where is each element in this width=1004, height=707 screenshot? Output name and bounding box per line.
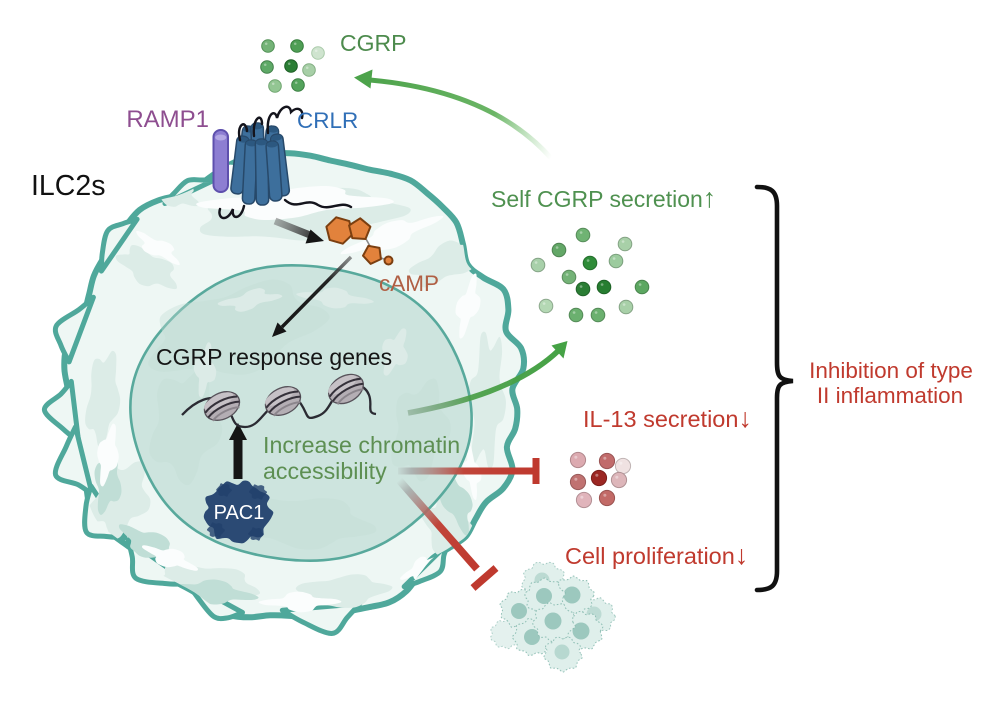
svg-text:cAMP: cAMP	[379, 271, 439, 296]
svg-text:Increase chromatin: Increase chromatin	[263, 432, 460, 458]
svg-text:II inflammation: II inflammation	[817, 383, 963, 408]
svg-text:Self CGRP secretion↑: Self CGRP secretion↑	[491, 183, 716, 213]
svg-text:accessibility: accessibility	[263, 458, 387, 484]
svg-text:CGRP: CGRP	[340, 30, 406, 56]
svg-text:CRLR: CRLR	[297, 108, 358, 133]
svg-text:RAMP1: RAMP1	[126, 106, 209, 133]
svg-text:CGRP response genes: CGRP response genes	[156, 344, 392, 370]
svg-text:PAC1: PAC1	[214, 502, 265, 524]
svg-text:Inhibition of type: Inhibition of type	[809, 358, 973, 383]
svg-text:ILC2s: ILC2s	[31, 170, 105, 202]
svg-text:IL-13 secretion↓: IL-13 secretion↓	[583, 403, 752, 433]
svg-text:Cell proliferation↓: Cell proliferation↓	[565, 540, 748, 570]
